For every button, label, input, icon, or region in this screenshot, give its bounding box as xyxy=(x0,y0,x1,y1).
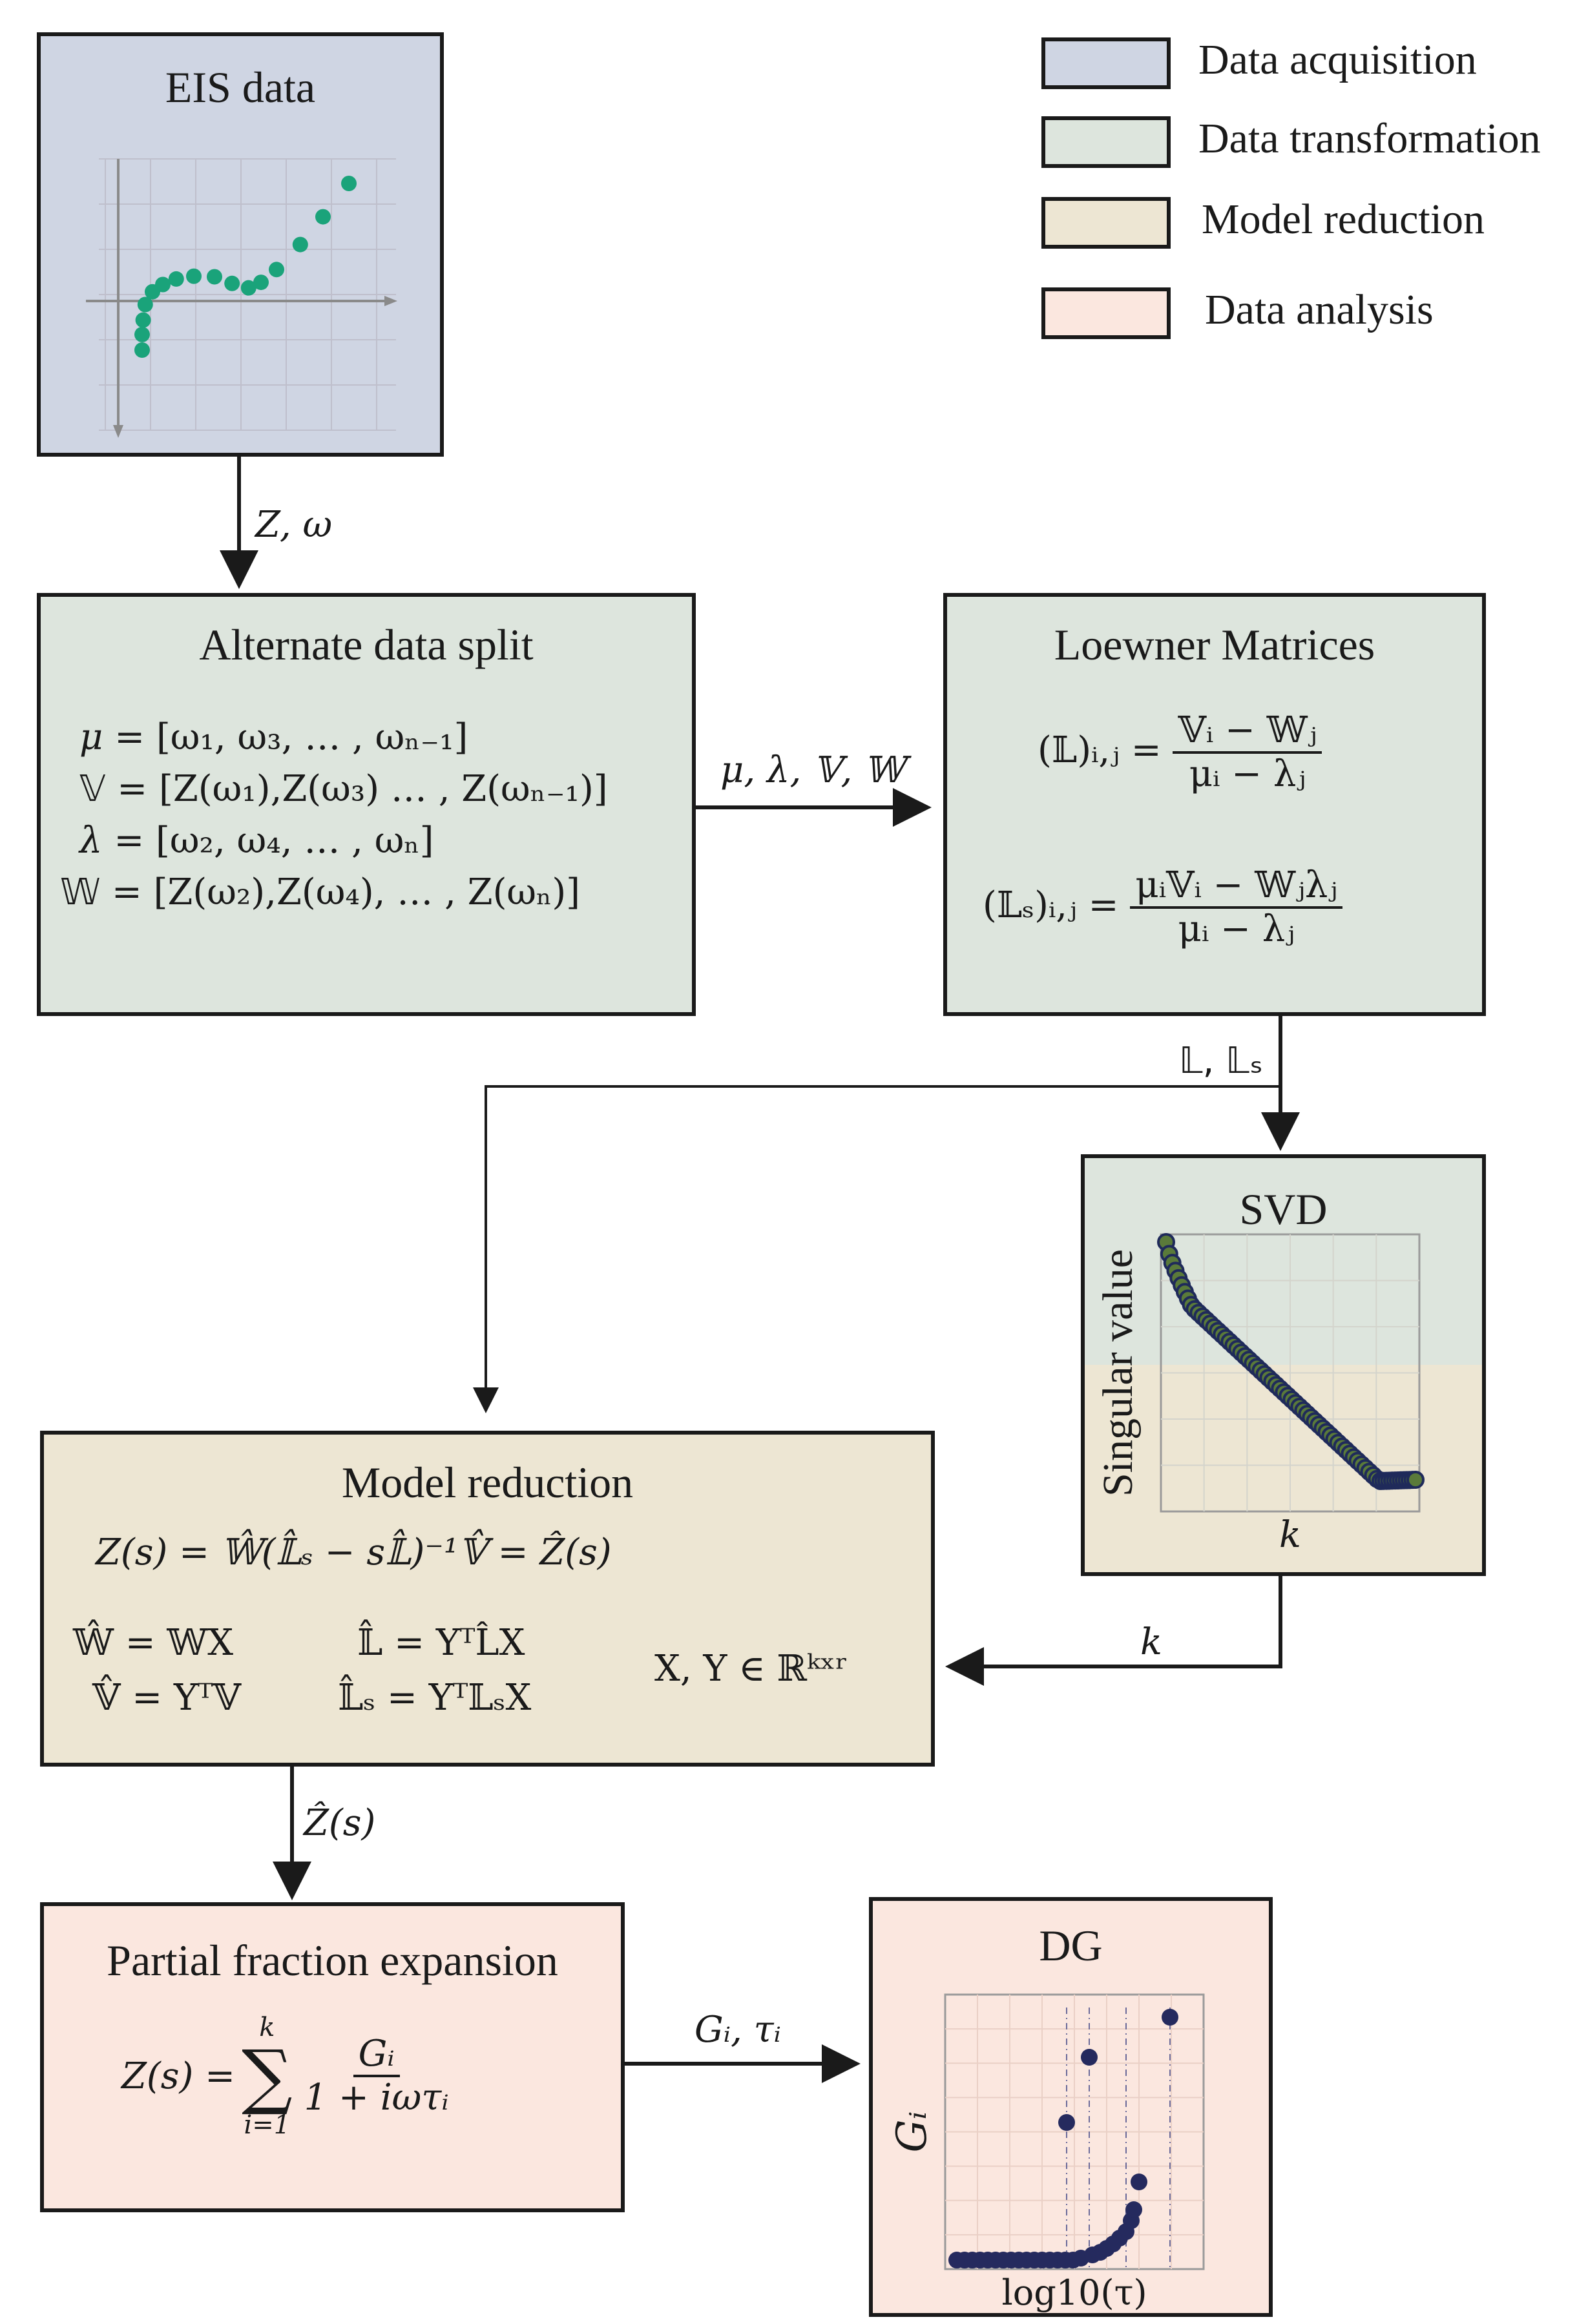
dg-data-point xyxy=(1058,2114,1075,2131)
label-mu-lambda: μ, λ, 𝕍, 𝕎 xyxy=(720,749,905,791)
dg-data-point xyxy=(1125,2201,1142,2218)
split-v-rhs: = [Z(ω₁),Z(ω₃) … , Z(ωₙ₋₁)] xyxy=(117,768,608,810)
split-mu-lhs: μ xyxy=(79,716,103,758)
svd-ylabel: Singular value xyxy=(1094,1249,1142,1497)
eis-title: EIS data xyxy=(165,63,316,112)
dg-plot: Gᵢ log10(τ) xyxy=(888,1993,1205,2313)
model-eq-l: 𝕃̂ = YᵀL̂X xyxy=(357,1622,525,1664)
split-lambda-rhs: = [ω₂, ω₄, … , ωₙ] xyxy=(114,820,434,862)
eis-data-point xyxy=(240,280,256,296)
eis-data-box: EIS data xyxy=(37,32,444,457)
loewner-ls-eq: (𝕃ₛ)ᵢ,ⱼ = μᵢ𝕍ᵢ − 𝕎ⱼλⱼ μᵢ − λⱼ xyxy=(983,864,1343,951)
model-reduction-box: Model reduction Z(s) = 𝕎̂(𝕃̂ₛ − s𝕃̂)⁻¹𝕍̂… xyxy=(40,1431,935,1767)
loewner-box: Loewner Matrices (𝕃)ᵢ,ⱼ = 𝕍ᵢ − 𝕎ⱼ μᵢ − λ… xyxy=(943,593,1486,1016)
pfe-lhs: Z(s) = xyxy=(121,2055,236,2097)
legend-swatch-transformation xyxy=(1041,116,1171,168)
pfe-den: 1 + iωτᵢ xyxy=(304,2077,449,2119)
legend-label-acquisition: Data acquisition xyxy=(1198,36,1477,83)
loewner-ls-lhs: (𝕃ₛ)ᵢ,ⱼ = xyxy=(983,884,1119,926)
svd-title: SVD xyxy=(1239,1185,1328,1234)
eis-data-point xyxy=(186,268,202,284)
eis-data-point xyxy=(292,236,308,253)
model-eq-w: 𝕎̂ = 𝕎X xyxy=(73,1622,234,1664)
dg-ylabel: Gᵢ xyxy=(888,2111,936,2153)
pfe-eq: Z(s) = k ∑ i=1 Gᵢ 1 + iωτᵢ xyxy=(121,2013,454,2140)
label-z-hat: Ẑ(s) xyxy=(304,1802,376,1844)
eis-data-point xyxy=(269,262,284,278)
dg-data-point xyxy=(1131,2174,1147,2190)
eis-data-point xyxy=(253,275,269,291)
label-z-omega: Z, ω xyxy=(255,504,333,546)
split-mu-row: μ = [ω₁, ω₃, … , ωₙ₋₁] xyxy=(79,716,468,758)
model-eq-v: 𝕍̂ = Yᵀ𝕍 xyxy=(92,1677,241,1719)
dg-data-point xyxy=(1162,2009,1178,2026)
svd-box: SVD Singular value k xyxy=(1081,1154,1486,1576)
loewner-l-fraction: 𝕍ᵢ − 𝕎ⱼ μᵢ − λⱼ xyxy=(1173,709,1322,796)
eis-data-point xyxy=(168,271,184,287)
eis-data-point xyxy=(134,326,150,342)
loewner-ls-den: μᵢ − λⱼ xyxy=(1178,908,1295,951)
split-v-row: 𝕍 = [Z(ω₁),Z(ω₃) … , Z(ωₙ₋₁)] xyxy=(79,768,608,810)
pfe-sum-bottom: i=1 xyxy=(244,2110,291,2140)
legend-swatch-analysis xyxy=(1041,287,1171,339)
model-eq-main: Z(s) = 𝕎̂(𝕃̂ₛ − s𝕃̂)⁻¹𝕍̂ = Ẑ(s) xyxy=(96,1531,612,1573)
label-k: k xyxy=(1140,1621,1162,1663)
pfe-sum: k ∑ i=1 xyxy=(242,2013,293,2140)
loewner-l-num: 𝕍ᵢ − 𝕎ⱼ xyxy=(1173,709,1322,754)
eis-data-point xyxy=(207,269,222,285)
loewner-l-eq: (𝕃)ᵢ,ⱼ = 𝕍ᵢ − 𝕎ⱼ μᵢ − λⱼ xyxy=(1038,709,1322,796)
model-eq-ls: 𝕃̂ₛ = Yᵀ𝕃ₛX xyxy=(338,1677,532,1719)
svd-singular-value-point xyxy=(1406,1471,1425,1489)
arrow-svd-to-model xyxy=(945,1576,1282,1686)
dg-xlabel: log10(τ) xyxy=(1001,2272,1147,2313)
legend-label-reduction: Model reduction xyxy=(1202,196,1485,243)
svd-xlabel: k xyxy=(1279,1514,1301,1556)
pfe-title: Partial fraction expansion xyxy=(107,1936,558,1985)
eis-data-point xyxy=(155,276,171,293)
split-w-lhs: 𝕎 xyxy=(60,871,101,913)
pfe-box: Partial fraction expansion Z(s) = k ∑ i=… xyxy=(40,1902,625,2212)
loewner-l-den: μᵢ − λⱼ xyxy=(1189,753,1306,796)
eis-x-arrow xyxy=(384,296,397,306)
split-title: Alternate data split xyxy=(199,620,534,669)
eis-plot xyxy=(86,158,397,438)
dg-data-point xyxy=(1081,2049,1098,2066)
loewner-l-lhs: (𝕃)ᵢ,ⱼ = xyxy=(1038,729,1162,771)
pfe-sum-top: k xyxy=(259,2013,275,2042)
legend-label-transformation: Data transformation xyxy=(1198,115,1541,162)
split-lambda-row: λ = [ω₂, ω₄, … , ωₙ] xyxy=(79,820,433,862)
legend-label-analysis: Data analysis xyxy=(1205,286,1434,333)
eis-data-point xyxy=(315,209,331,225)
model-title: Model reduction xyxy=(341,1458,634,1507)
eis-data-point xyxy=(135,312,151,328)
sigma-icon: ∑ xyxy=(242,2035,293,2117)
model-eq-xy: X, Y ∈ ℝᵏˣʳ xyxy=(654,1648,848,1690)
data-split-box: Alternate data split μ = [ω₁, ω₃, … , ωₙ… xyxy=(37,593,696,1016)
loewner-ls-fraction: μᵢ𝕍ᵢ − 𝕎ⱼλⱼ μᵢ − λⱼ xyxy=(1130,864,1343,951)
eis-data-point xyxy=(137,296,153,313)
dg-box: DG Gᵢ log10(τ) xyxy=(869,1897,1273,2317)
pfe-num: Gᵢ xyxy=(353,2033,400,2078)
loewner-ls-num: μᵢ𝕍ᵢ − 𝕎ⱼλⱼ xyxy=(1130,864,1343,909)
split-w-rhs: = [Z(ω₂),Z(ω₄), … , Z(ωₙ)] xyxy=(111,871,581,913)
legend-swatch-acquisition xyxy=(1041,37,1171,89)
split-v-lhs: 𝕍 xyxy=(79,768,106,810)
eis-data-point xyxy=(341,176,357,191)
eis-y-arrow xyxy=(113,425,123,438)
legend-swatch-reduction xyxy=(1041,197,1171,249)
dg-title: DG xyxy=(1039,1921,1103,1970)
label-g-tau: Gᵢ, τᵢ xyxy=(695,2009,781,2051)
eis-data-point xyxy=(224,275,240,291)
eis-data-point xyxy=(134,342,150,358)
split-mu-rhs: = [ω₁, ω₃, … , ωₙ₋₁] xyxy=(114,716,468,758)
split-lambda-lhs: λ xyxy=(79,820,103,862)
label-l-ls: 𝕃, 𝕃ₛ xyxy=(1179,1040,1263,1082)
arrow-loewner-to-model xyxy=(473,1085,1280,1413)
svd-plot: Singular value k xyxy=(1094,1233,1425,1556)
split-w-row: 𝕎 = [Z(ω₂),Z(ω₄), … , Z(ωₙ)] xyxy=(60,871,580,913)
loewner-title: Loewner Matrices xyxy=(1054,620,1375,669)
pfe-fraction: Gᵢ 1 + iωτᵢ xyxy=(299,2033,454,2119)
